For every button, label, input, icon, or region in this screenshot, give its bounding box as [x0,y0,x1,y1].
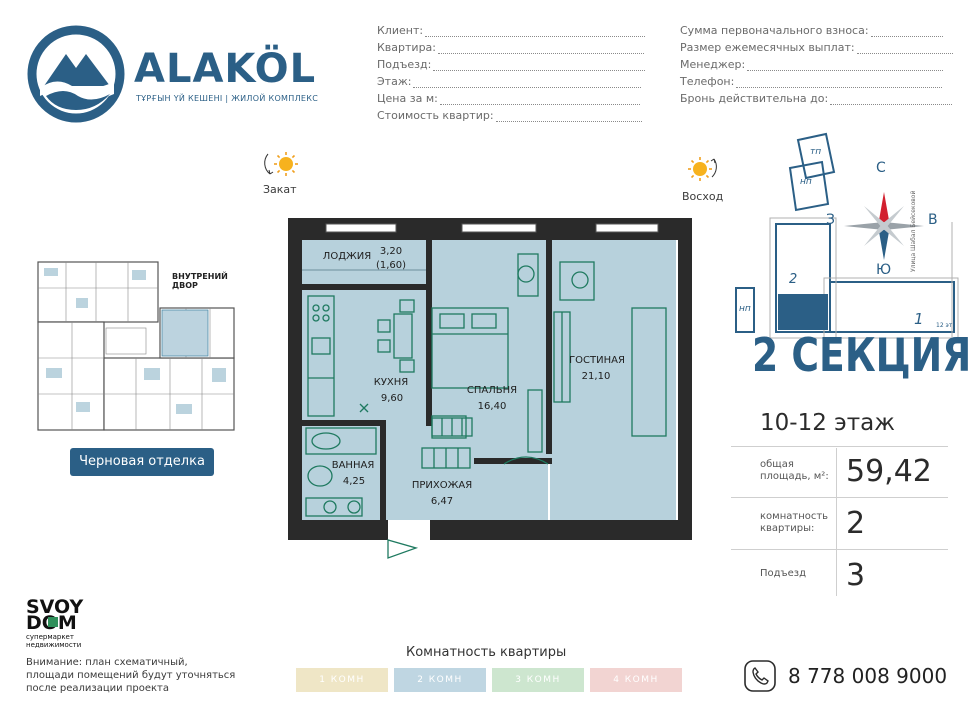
site-section2-label: 2 [789,272,798,287]
room-count-4[interactable]: 4 КОМН [590,668,682,692]
room-loggia-area: 3,20 [379,246,403,257]
section-title: 2 СЕКЦИЯ [752,328,972,382]
contact-phone-number: 8 778 008 9000 [788,664,948,688]
form-field-monthly-payment[interactable]: Размер ежемесячных выплат: [680,41,953,54]
compass-east-label: В [928,212,938,228]
room-count-title: Комнатность квартиры [406,645,567,660]
site-np2-label: нп [739,304,751,314]
apartment-floor-plan: ЛОДЖИЯ 3,20 (1,60) КУХНЯ 9,60 СПАЛЬНЯ 16… [286,218,694,560]
room-bathroom-area: 4,25 [342,476,366,487]
compass-west-label: З [826,212,835,228]
brand-tagline: ТҰРҒЫН ҮЙ КЕШЕНІ | ЖИЛОЙ КОМПЛЕКС [136,94,319,103]
sun-icon [688,157,717,181]
sunset-label: Закат [263,183,297,196]
room-hallway-area: 6,47 [430,496,454,507]
courtyard-label: ВНУТРЕНИЙ ДВОР [172,272,228,290]
developer-sub2: недвижимости [26,641,82,649]
contact-phone[interactable]: 8 778 008 9000 [744,658,964,694]
street-label: Улица Шабал Бейсековой [910,190,917,272]
brand-name: ALAKÖL [134,46,317,92]
sun-icon [264,152,298,176]
stat-entrance-label: Подъезд [760,568,807,579]
room-living-area: 21,10 [581,371,611,382]
form-field-phone[interactable]: Телефон: [680,75,943,88]
stat-entrance-value: 3 [846,558,866,593]
form-field-apartment[interactable]: Квартира: [377,41,645,54]
floor-plan-drawing [288,218,692,559]
sunrise-marker: Восход [680,153,740,203]
room-kitchen-area: 9,60 [380,393,404,404]
phone-icon [744,660,776,692]
developer-logo: SVOY DOM супермаркет недвижимости [26,596,116,650]
room-bedroom-name: СПАЛЬНЯ [466,385,518,396]
room-hallway-name: ПРИХОЖАЯ [411,480,473,491]
site-plan: С Ю З В тп нп нп 2 1 12 эт Улица Шабал Б… [734,132,974,342]
stat-rooms-value: 2 [846,506,866,541]
sunset-marker: Закат [252,148,312,198]
form-field-floor[interactable]: Этаж: [377,75,642,88]
compass-north-label: С [876,160,886,176]
mountain-logo-icon [27,25,125,123]
floor-overview-plan[interactable]: ВНУТРЕНИЙ ДВОР [36,258,236,434]
site-tp-label: тп [810,147,822,157]
site-section1-label: 1 [914,310,924,328]
room-loggia-area-reduced: (1,60) [375,260,407,271]
room-loggia-name: ЛОДЖИЯ [322,251,372,262]
room-bedroom-area: 16,40 [477,401,507,412]
stat-area-value: 59,42 [846,454,932,489]
room-kitchen-name: КУХНЯ [373,377,409,388]
room-bathroom-name: ВАННАЯ [331,460,375,471]
floor-range: 10-12 этаж [760,410,895,436]
compass-rose-icon [844,192,924,260]
site-np-label: нп [800,177,812,187]
room-count-1[interactable]: 1 КОМН [296,668,388,692]
developer-logo-line1: SVOY [26,596,84,618]
form-field-reservation-until[interactable]: Бронь действительна до: [680,92,953,105]
room-count-3[interactable]: 3 КОМН [492,668,584,692]
sunrise-label: Восход [682,190,724,203]
form-field-down-payment[interactable]: Сумма первоначального взноса: [680,24,943,37]
developer-logo-mark [48,617,58,627]
form-field-entrance[interactable]: Подъезд: [377,58,646,71]
form-field-client[interactable]: Клиент: [377,24,646,37]
site-floors-note: 12 эт [936,322,953,329]
form-field-total-cost[interactable]: Стоимость квартир: [377,109,642,122]
room-living-name: ГОСТИНАЯ [569,355,625,366]
brand-logo: ALAKÖL ТҰРҒЫН ҮЙ КЕШЕНІ | ЖИЛОЙ КОМПЛЕКС [26,24,326,124]
stat-area-label: общая площадь, м²: [760,459,829,482]
floor-overview-drawing [37,261,235,431]
form-field-manager[interactable]: Менеджер: [680,58,944,71]
stat-rooms-label: комнатность квартиры: [760,511,829,534]
developer-sub1: супермаркет [26,633,74,641]
form-field-price-per-m[interactable]: Цена за м: [377,92,640,105]
finish-type-button[interactable]: Черновая отделка [70,448,214,476]
room-count-2[interactable]: 2 КОМН [394,668,486,692]
compass-south-label: Ю [876,262,892,278]
site-plan-drawing [735,132,959,339]
disclaimer-notice: Внимание: план схематичный, площади поме… [26,657,236,694]
